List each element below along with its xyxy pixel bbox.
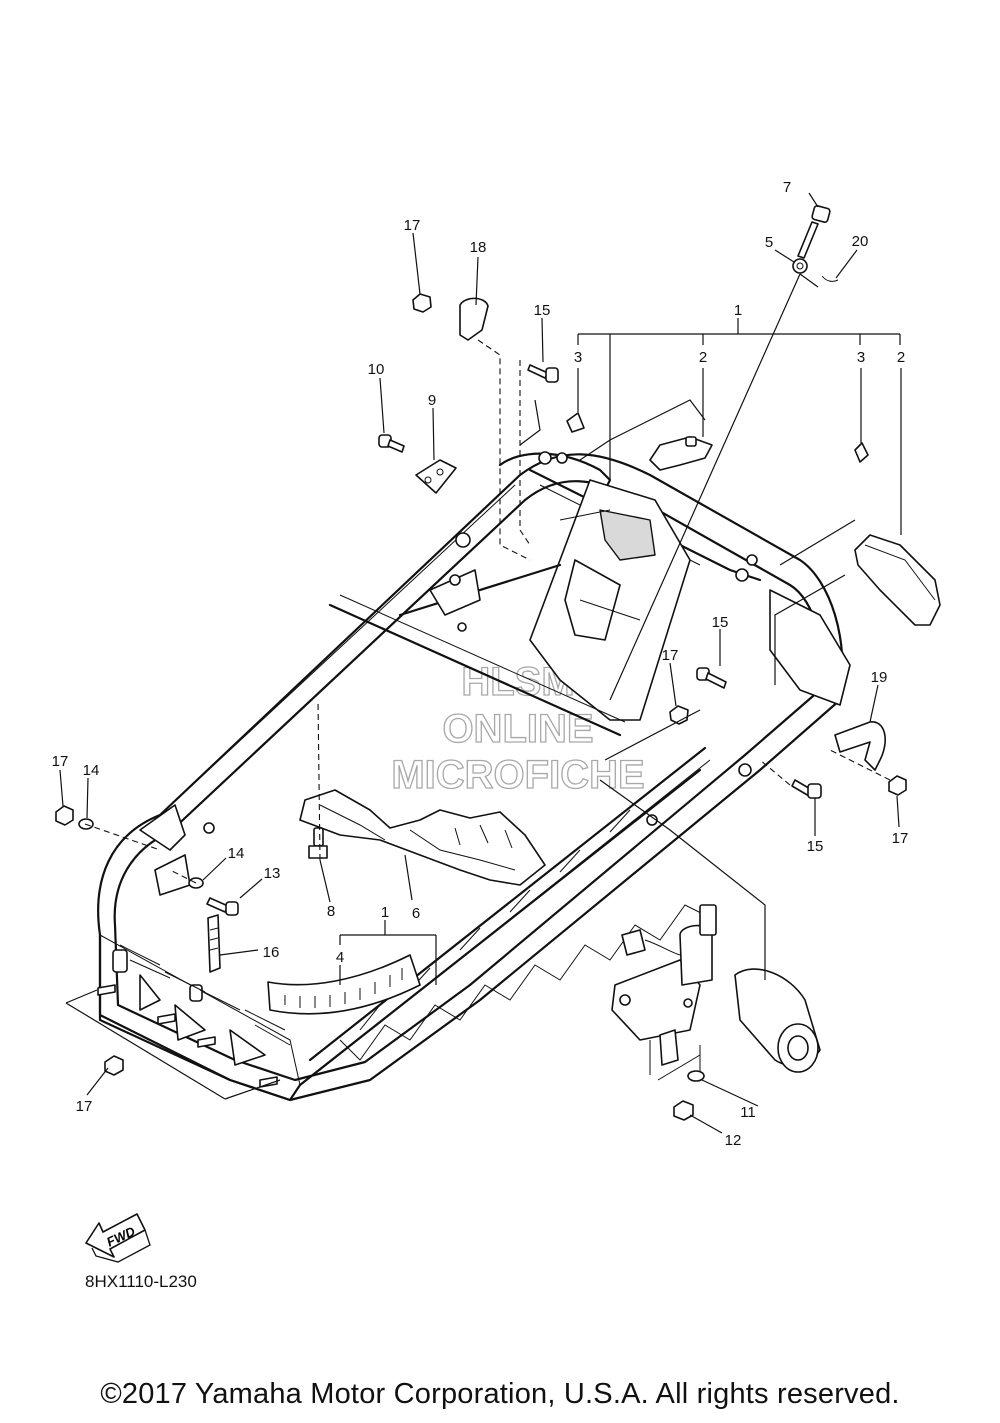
callout-2-right: 2 [897,349,905,366]
part-2-guard-left [649,436,713,471]
callout-17-top: 17 [404,217,421,234]
callout-15-mid: 15 [712,614,729,631]
part-17-studs [97,984,278,1088]
part-16-tie [207,914,221,973]
part-11-washer [687,1070,705,1082]
callout-5: 5 [765,234,773,251]
callout-13: 13 [264,865,281,882]
watermark-line-2: ONLINE [442,707,593,751]
copyright-notice: ©2017 Yamaha Motor Corporation, U.S.A. A… [100,1378,900,1410]
leader-lines [59,192,902,1134]
callout-4: 4 [336,949,344,966]
fwd-arrow-icon: FWD [85,1213,151,1263]
part-2-guard-right [854,534,941,626]
part-17-nut-left [55,805,74,826]
callout-14-mid: 14 [228,845,245,862]
part-20-pin [821,275,839,282]
callout-18: 18 [470,239,487,256]
part-8-bolt [308,827,328,859]
callout-14-left: 14 [83,762,100,779]
callout-1-top: 1 [734,302,742,319]
callout-11: 11 [740,1104,756,1121]
part-18-clamp [459,297,489,341]
steering-assembly [611,904,821,1081]
callout-3-right: 3 [857,349,865,366]
part-9-plate [415,459,457,494]
watermark-line-3: MICROFICHE [391,753,644,797]
part-3-clip-left [566,412,585,433]
callout-3-left: 3 [574,349,582,366]
callout-6: 6 [412,905,420,922]
part-5-nut [792,258,808,274]
part-13-bolt [206,897,239,916]
callout-19: 19 [871,669,888,686]
part-17-nut-top [412,293,432,313]
callout-9: 9 [428,392,436,409]
part-19-clamp [834,721,886,771]
part-3-clip-right [854,442,869,463]
part-12-nut [673,1100,694,1121]
callout-16: 16 [263,944,280,961]
callout-8: 8 [327,903,335,920]
callout-15-right: 15 [807,838,824,855]
part-4-decal [267,954,421,1015]
part-17-nut-right [888,775,907,796]
callout-1-bottom: 1 [381,904,389,921]
part-17-nut-mid [669,705,689,725]
callouts: 7 5 20 17 18 15 1 3 2 3 2 10 9 15 17 19 … [52,179,909,1149]
part-7-bolt [797,205,831,259]
callout-12: 12 [725,1132,742,1149]
callout-10: 10 [368,361,385,378]
callout-17-mid: 17 [662,647,679,664]
diagram-code: 8HX1110-L230 [85,1272,197,1291]
callout-17-bottom: 17 [76,1098,93,1115]
main-frame [97,451,851,1102]
callout-17-left: 17 [52,753,69,770]
part-15-bolt-top [527,364,559,383]
callout-2-left: 2 [699,349,707,366]
callout-7: 7 [783,179,791,196]
callout-17-right: 17 [892,830,909,847]
part-6-guard [299,789,546,886]
part-15-bolt-mid [696,667,727,689]
callout-15-top: 15 [534,302,551,319]
part-10-bolt [378,434,405,453]
callout-20: 20 [852,233,869,250]
part-15-bolt-right [791,779,822,799]
